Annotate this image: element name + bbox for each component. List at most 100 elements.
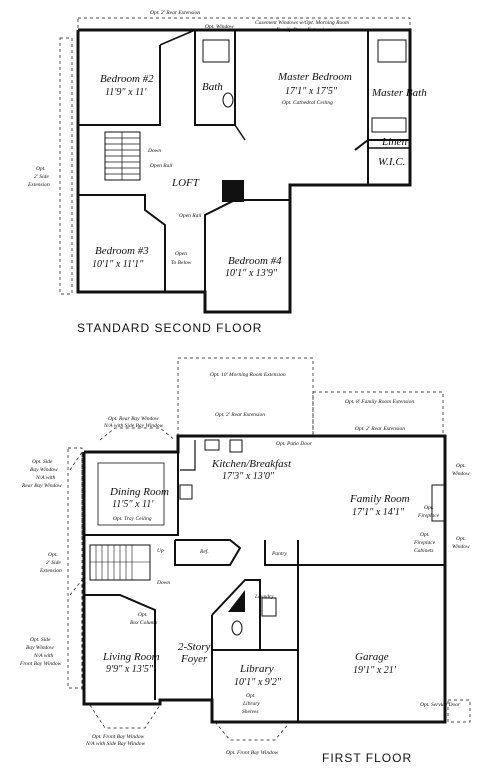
label-opt-window-bot-1: Opt.	[456, 536, 466, 542]
bedroom4-wall	[204, 199, 290, 292]
dim-bedroom2: 11'9" x 11'	[105, 87, 147, 98]
first-floor-labels: Opt. 10' Morning Room Extension Opt. 2' …	[19, 372, 470, 765]
label-garage: Garage	[355, 651, 389, 663]
label-front-bay-lib: Opt. Front Bay Window	[226, 750, 279, 756]
label-lr-bay-3: N/A with	[33, 653, 54, 659]
label-rear-bay-2: N/A with Side Bay Window	[103, 423, 164, 429]
master-bath-vanity	[371, 117, 407, 133]
label-opt-window-top-2: Window	[452, 471, 470, 477]
label-lr-bay-2: Bay Window	[26, 645, 54, 651]
second-floor-outline	[76, 28, 412, 314]
kitchen-wall	[155, 436, 179, 536]
label-open-1: Open	[175, 251, 187, 257]
label-cathedral: Opt. Cathedral Ceiling	[282, 100, 333, 106]
label-morning-room: Opt. 10' Morning Room Extension	[210, 372, 286, 378]
pantry-walls	[264, 540, 299, 566]
laundry-walls	[211, 579, 298, 651]
label-down: Down	[147, 148, 161, 154]
first-floor-title: FIRST FLOOR	[322, 751, 412, 765]
powder-toilet	[231, 620, 243, 636]
label-down-first: Down	[156, 580, 170, 586]
label-wic: W.I.C.	[378, 156, 405, 168]
label-laundry: Laundry	[254, 594, 274, 600]
label-family: Family Room	[349, 493, 410, 505]
label-dining: Dining Room	[109, 486, 169, 498]
fireplace	[431, 484, 446, 522]
label-service-door: Opt. Service Door	[420, 702, 461, 708]
second-floor-title: STANDARD SECOND FLOOR	[77, 321, 262, 335]
label-open-2: To Below	[171, 260, 192, 266]
bedroom3-wall	[78, 194, 166, 292]
label-pantry: Pantry	[271, 551, 288, 557]
label-patio: Opt. Patio Door	[276, 441, 313, 447]
label-side-ext-1: Opt.	[36, 166, 46, 172]
label-living: Living Room	[102, 651, 160, 663]
second-floor-stairs	[104, 131, 141, 181]
morning-room-extension	[177, 357, 314, 437]
label-front-bay-lr-2: N/A with Side Bay Window	[85, 741, 146, 747]
service-door-dashed	[447, 699, 471, 723]
label-bath: Bath	[202, 81, 223, 93]
dim-library: 10'1" x 9'2"	[234, 677, 282, 688]
ref-enclosure	[174, 539, 242, 566]
label-side-ext-first-3: Extension	[39, 568, 62, 574]
label-open-rail-2: Open Rail	[179, 213, 202, 219]
dim-bedroom4: 10'1" x 13'9"	[225, 268, 278, 279]
dishwasher	[229, 439, 243, 453]
label-rear-bay-1: Opt. Rear Bay Window	[108, 416, 159, 422]
label-side-bay-4: Rear Bay Window	[21, 483, 62, 489]
side-bay-dashed	[69, 450, 83, 540]
label-bedroom2: Bedroom #2	[100, 73, 154, 85]
rear-extension-dashed	[77, 17, 411, 31]
bath-walls	[194, 30, 236, 126]
label-open-rail-1: Open Rail	[150, 163, 173, 169]
label-linen: Linen	[381, 136, 408, 148]
bedroom2-closet-wall	[159, 29, 196, 46]
bath-toilet	[222, 92, 234, 108]
side-extension-dashed	[59, 37, 73, 295]
label-front-bay-lr-1: Opt. Front Bay Window	[92, 734, 145, 740]
laundry-chase	[228, 590, 245, 612]
label-opt-fireplace-2: Fireplace	[417, 513, 440, 519]
first-floor-plan	[67, 357, 471, 741]
master-bath-wall	[367, 30, 410, 141]
label-lib-shelves-1: Opt.	[246, 693, 256, 699]
label-rear-ext: Opt. 2' Rear Extension	[150, 10, 200, 16]
washer	[261, 597, 277, 617]
living-side-bay	[69, 579, 83, 690]
label-bedroom4: Bedroom #4	[228, 255, 282, 267]
label-ref: Ref.	[199, 548, 209, 555]
dim-garage: 19'1" x 21'	[353, 665, 397, 676]
label-master-bedroom: Master Bedroom	[277, 71, 352, 83]
first-floor-stairs	[89, 544, 151, 581]
label-side-bay-3: N/A with	[35, 475, 56, 481]
label-casement-1: Casement Windows w/Opt. Morning Room	[255, 20, 349, 26]
label-fp-cab-2: Fireplace	[413, 540, 436, 546]
living-room-wall	[84, 594, 156, 700]
label-fp-cab-3: Cabinets	[414, 548, 434, 554]
sink	[204, 439, 220, 451]
bath-tub	[202, 39, 230, 63]
label-side-bay-2: Bay Window	[30, 467, 58, 473]
dim-family: 17'1" x 14'1"	[352, 507, 405, 518]
dim-bedroom3: 10'1" x 11'1"	[92, 259, 144, 270]
wic-wall	[354, 137, 369, 185]
label-foyer-2: Foyer	[180, 653, 208, 665]
label-casement-2: or Family Room Extension	[270, 27, 329, 33]
label-loft: LOFT	[171, 177, 200, 189]
label-fp-cab-1: Opt.	[420, 532, 430, 538]
label-opt-fireplace-1: Opt.	[424, 505, 434, 511]
label-master-bath: Master Bath	[371, 87, 427, 99]
label-lr-bay-4: Front Bay Window	[19, 661, 62, 667]
label-up: Up	[157, 548, 164, 554]
label-box-col-2: Box Column	[130, 620, 158, 626]
dim-living: 9'9" x 13'5"	[106, 664, 154, 675]
label-opt-window-bot-2: Window	[452, 544, 470, 550]
label-side-ext-2: 2' Side	[34, 174, 49, 180]
range	[179, 484, 193, 500]
library-wall	[212, 649, 299, 722]
label-kitchen: Kitchen/Breakfast	[211, 458, 292, 470]
label-opt-window: Opt. Window	[205, 24, 234, 30]
label-foyer-1: 2-Story	[178, 641, 211, 653]
rear-bay-dashed	[99, 427, 176, 441]
